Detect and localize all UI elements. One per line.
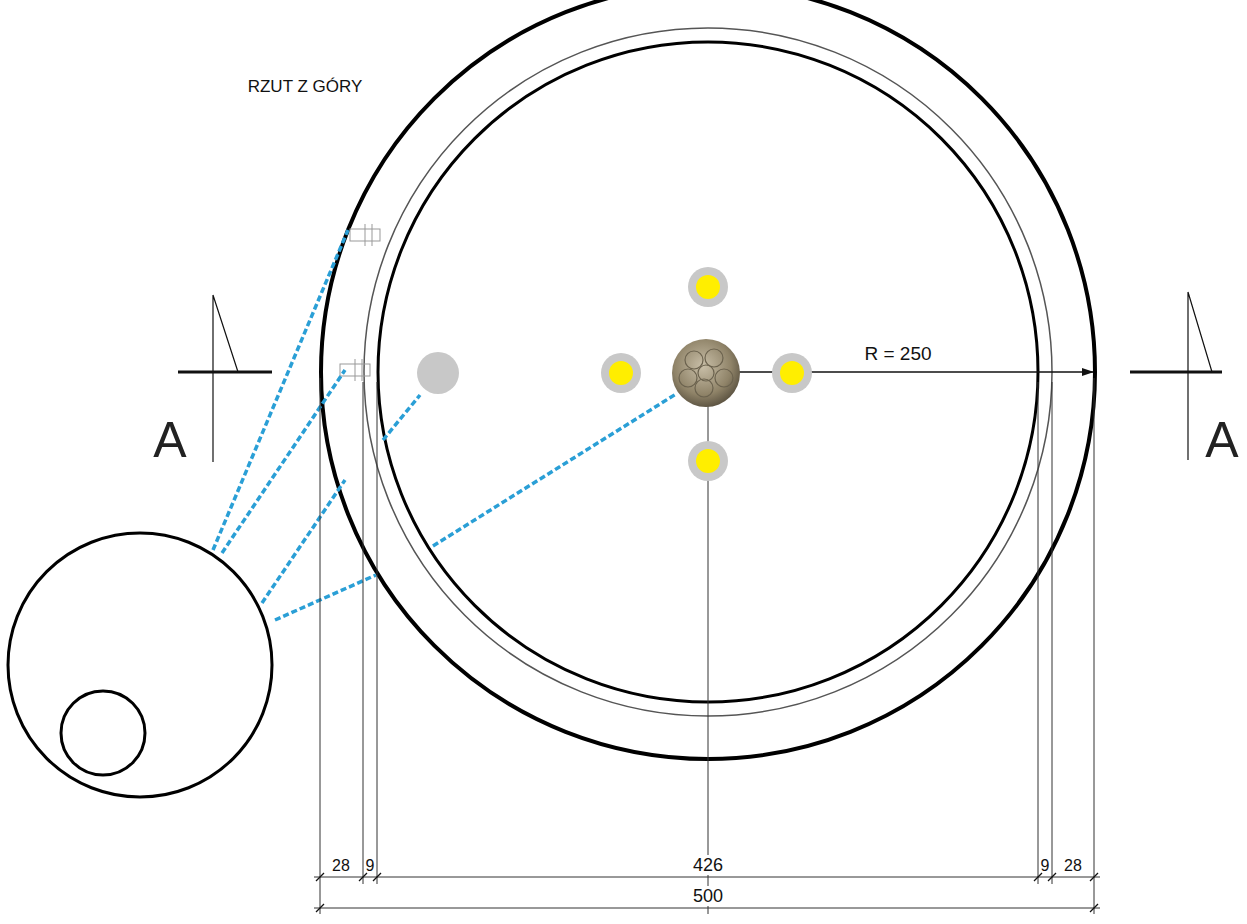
view-title: RZUT Z GÓRY [246, 77, 365, 96]
dimension-value: 426 [691, 855, 725, 875]
side-unit [8, 533, 272, 797]
side-unit-inner [61, 691, 145, 775]
nozzle-group [601, 267, 812, 481]
radius-label: R = 250 [862, 343, 933, 364]
extension-lines [320, 378, 1094, 914]
dimension-lines [314, 877, 1100, 908]
dimension-value: 9 [366, 858, 375, 874]
pipe-lines [213, 230, 676, 620]
dimension-value: 9 [1041, 858, 1050, 874]
dimension-value: 28 [1064, 858, 1082, 874]
radius-arrow [708, 371, 1093, 373]
drain-disc [417, 352, 459, 394]
section-letter: A [1203, 414, 1240, 466]
wall-fittings [340, 224, 380, 381]
dimension-value: 28 [332, 858, 350, 874]
outer-wall [321, 0, 1095, 759]
centre-line [708, 372, 709, 760]
section-letter: A [151, 414, 188, 466]
dimension-value: 500 [691, 886, 725, 906]
dimension-ticks [316, 873, 1098, 912]
central-stone [672, 339, 740, 407]
section-mark [178, 292, 1222, 462]
